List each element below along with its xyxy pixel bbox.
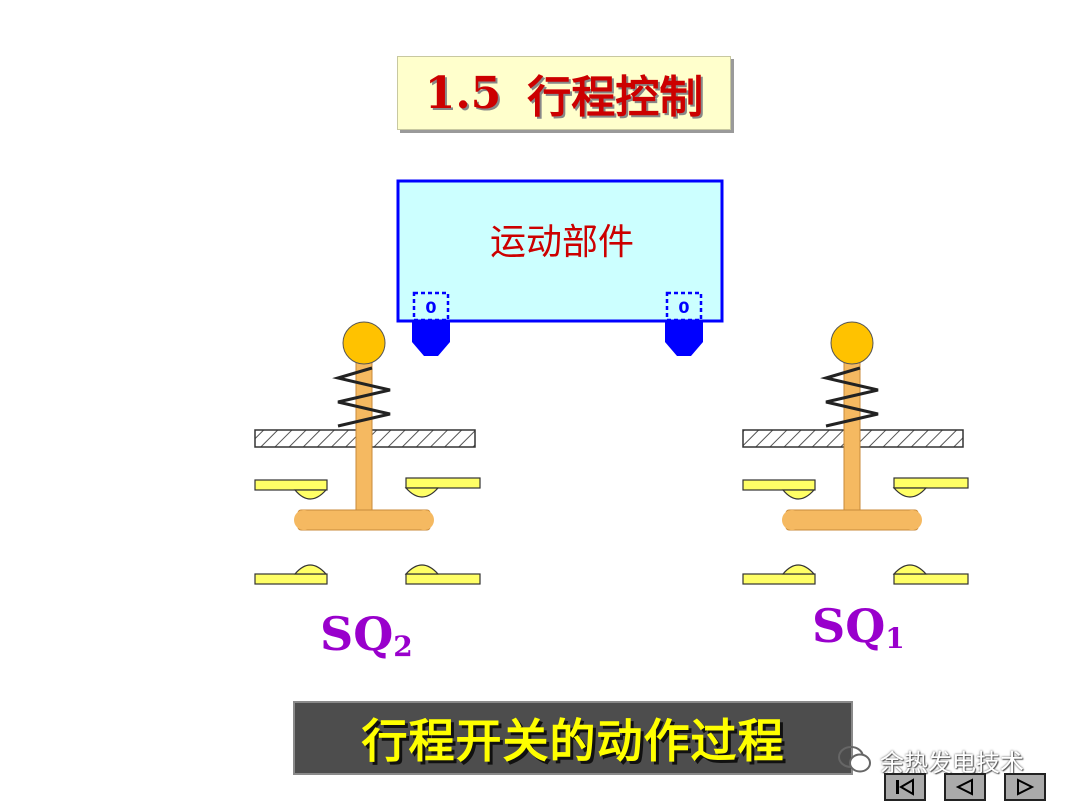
- sq2-nc-tip-left: [293, 489, 328, 500]
- right-cam-outline: [665, 291, 703, 322]
- sq2-nc-contact-right: [405, 477, 481, 489]
- sq2-nc-contact-left: [254, 479, 328, 491]
- sq2-nc-tip-right: [404, 487, 440, 498]
- previous-slide-button[interactable]: [944, 773, 986, 801]
- sq2-crossbar-end-left: [294, 510, 314, 530]
- sq2-label: SQ2: [320, 607, 413, 663]
- sq1-roller-knob: [830, 321, 874, 365]
- sq2-label-name: SQ: [320, 607, 393, 661]
- left-cam-label: 0: [425, 298, 436, 317]
- sq2-crossbar-end-right: [414, 510, 434, 530]
- sq1-label: SQ1: [812, 599, 905, 655]
- skip-back-icon: [896, 778, 914, 796]
- sq2-crossbar: [297, 509, 431, 531]
- sq2-spring: [332, 366, 391, 428]
- right-cam-block: [665, 321, 703, 356]
- moving-part: 运动部件 0 0: [396, 179, 724, 356]
- left-cam-outline: [412, 291, 450, 322]
- title-text: 行程控制: [527, 72, 704, 123]
- sq1-nc-tip-left: [781, 489, 816, 500]
- left-cam: 0: [412, 291, 450, 356]
- sq1-nc-contact-left: [742, 479, 816, 491]
- left-cam-block: [412, 321, 450, 356]
- switch-sq1: SQ1: [742, 321, 969, 655]
- sq1-crossbar: [785, 509, 919, 531]
- next-slide-button[interactable]: [1004, 773, 1046, 801]
- moving-part-label: 运动部件: [490, 222, 634, 263]
- sq2-no-contact-left: [254, 573, 328, 585]
- title-number: 1.5: [424, 67, 502, 119]
- sq2-label-sub: 2: [393, 630, 412, 663]
- sq1-nc-tip-right: [892, 487, 928, 498]
- watermark: 余热发电技术: [838, 740, 1024, 780]
- first-slide-button[interactable]: [884, 773, 926, 801]
- watermark-text: 余热发电技术: [880, 748, 1024, 777]
- right-cam: 0: [665, 291, 703, 356]
- sq1-no-tip-right: [892, 564, 928, 575]
- wechat-icon: [838, 746, 871, 773]
- caption-box: 行程开关的动作过程: [293, 701, 853, 775]
- sq1-crossbar-end-left: [782, 510, 802, 530]
- sq2-no-tip-left: [293, 564, 328, 575]
- sq1-no-contact-right: [893, 573, 969, 585]
- sq1-no-tip-left: [781, 564, 816, 575]
- sq1-nc-contact-right: [893, 477, 969, 489]
- sq2-roller-knob: [342, 321, 386, 365]
- caption-text: 行程开关的动作过程: [361, 714, 785, 768]
- sq1-label-sub: 1: [885, 622, 904, 655]
- sq1-label-name: SQ: [812, 599, 885, 653]
- slide-title: 1.5 行程控制: [397, 56, 731, 130]
- sq2-no-contact-right: [405, 573, 481, 585]
- right-cam-label: 0: [678, 298, 689, 317]
- sq2-no-tip-right: [404, 564, 440, 575]
- switch-sq2: SQ2: [254, 321, 481, 663]
- moving-part-body: [396, 179, 724, 323]
- sq1-spring: [820, 366, 879, 428]
- arrow-left-icon: [955, 778, 973, 796]
- sq1-crossbar-end-right: [902, 510, 922, 530]
- sq1-no-contact-left: [742, 573, 816, 585]
- arrow-right-icon: [1017, 778, 1035, 796]
